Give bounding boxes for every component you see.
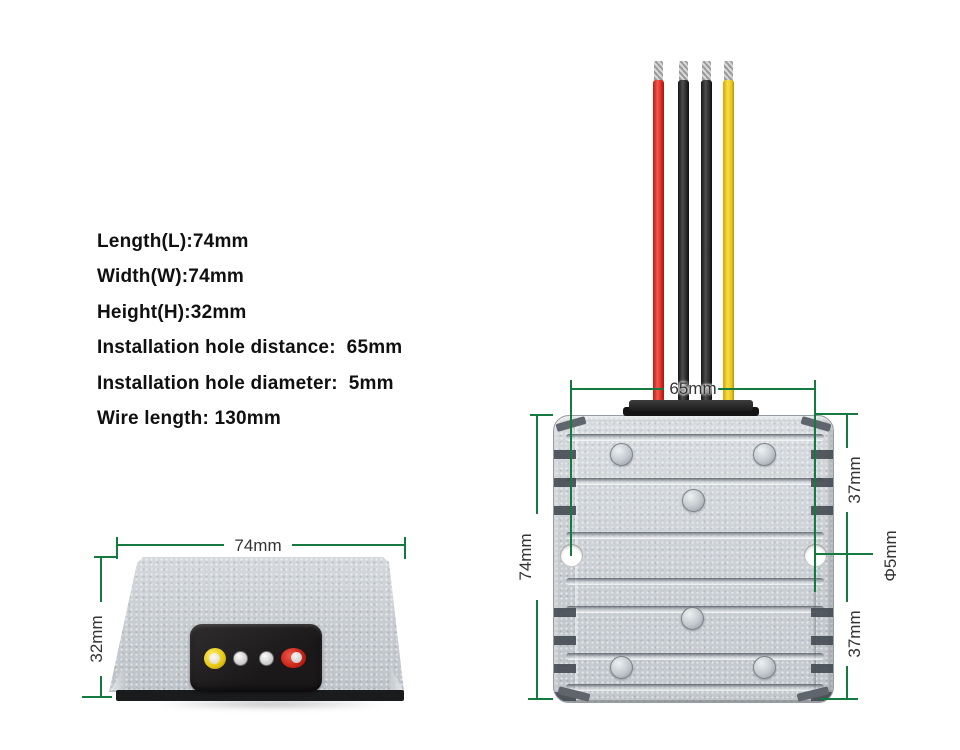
screw bbox=[753, 656, 776, 679]
screw bbox=[753, 443, 776, 466]
dim-65mm-line-right bbox=[718, 388, 815, 390]
wire-tip-yellow bbox=[724, 61, 733, 82]
spec-length: Length(L):74mm bbox=[97, 231, 249, 252]
heatsink-fins-left-lower bbox=[554, 589, 576, 701]
wire-black-1 bbox=[678, 80, 689, 402]
dim-65mm-label: 65mm bbox=[669, 379, 717, 398]
dim-32mm-line-upper bbox=[100, 557, 102, 602]
wire-yellow bbox=[723, 80, 734, 402]
dim-74mm-tick-top bbox=[530, 414, 553, 416]
dim-74mm-label-top-view: 74mm bbox=[516, 533, 535, 581]
dim-side-74mm-tick-right bbox=[404, 537, 406, 559]
dim-37mm-tick-bottom bbox=[820, 698, 858, 700]
device-top-view-body bbox=[553, 415, 834, 703]
terminal-gray-1 bbox=[233, 651, 248, 666]
dim-32mm-tick-top bbox=[94, 556, 118, 558]
wire-black-2 bbox=[701, 80, 712, 402]
dim-side-74mm-line-left bbox=[117, 544, 224, 546]
cable-gland-lip bbox=[623, 407, 759, 416]
dim-74mm-tick-bottom bbox=[528, 698, 553, 700]
heatsink-groove bbox=[566, 532, 824, 539]
dim-65mm-extension-right bbox=[814, 380, 816, 592]
dim-32mm-line-lower bbox=[100, 676, 102, 697]
cable-gland bbox=[629, 400, 753, 411]
heatsink-groove bbox=[566, 653, 824, 660]
side-view-shadow bbox=[150, 699, 390, 709]
heatsink-fins-right-lower bbox=[811, 589, 833, 701]
heatsink-fins-right-upper bbox=[811, 431, 833, 533]
dim-32mm-label: 32mm bbox=[87, 615, 106, 663]
terminal-yellow bbox=[204, 648, 226, 669]
dim-side-74mm-tick-left bbox=[116, 537, 118, 559]
heatsink-groove bbox=[566, 434, 824, 441]
heatsink-groove bbox=[566, 684, 824, 691]
spec-width: Width(W):74mm bbox=[97, 266, 245, 288]
dim-crosshair-horizontal bbox=[815, 553, 873, 555]
dim-37mm-line-bottom-b bbox=[846, 666, 848, 700]
wire-tip-black-1 bbox=[679, 61, 688, 82]
dim-37mm-label-top: 37mm bbox=[845, 456, 864, 504]
spec-height: Height(H):32mm bbox=[97, 301, 247, 323]
terminal-red bbox=[281, 648, 306, 668]
dim-37mm-line-bottom-a bbox=[846, 555, 848, 602]
dim-37mm-line-top-b bbox=[846, 512, 848, 554]
wire-red bbox=[653, 80, 664, 402]
spec-text-block: Length(L):74mm Width(W):74mm Height(H):3… bbox=[97, 224, 402, 436]
screw bbox=[610, 443, 633, 466]
dim-hole-diameter-label: Φ5mm bbox=[881, 530, 900, 582]
dim-65mm-line-left bbox=[571, 388, 664, 390]
screw bbox=[610, 656, 633, 679]
dim-37mm-label-bottom: 37mm bbox=[845, 610, 864, 658]
terminal-gray-2 bbox=[259, 651, 274, 666]
dim-74mm-line-upper bbox=[536, 415, 538, 514]
wire-tip-red bbox=[654, 61, 663, 82]
dim-side-74mm-line-right bbox=[292, 544, 406, 546]
screw bbox=[682, 489, 705, 512]
dim-65mm-extension-left bbox=[570, 380, 572, 556]
dim-37mm-line-top-a bbox=[846, 414, 848, 448]
dim-37mm-tick-top bbox=[816, 413, 858, 415]
dim-32mm-tick-bottom bbox=[82, 696, 112, 698]
heatsink-groove bbox=[566, 578, 824, 585]
dim-74mm-line-lower bbox=[536, 600, 538, 699]
dim-side-74mm-label: 74mm bbox=[234, 536, 282, 555]
screw bbox=[681, 607, 704, 630]
heatsink-fins-left-upper bbox=[554, 431, 576, 533]
spec-hole-diameter: Installation hole diameter: 5mm bbox=[97, 372, 394, 394]
spec-wire-length: Wire length: 130mm bbox=[97, 408, 281, 430]
heatsink-groove bbox=[566, 478, 824, 485]
spec-hole-distance: Installation hole distance: 65mm bbox=[97, 337, 403, 359]
side-view-base-plate bbox=[116, 690, 404, 701]
wire-tip-black-2 bbox=[702, 61, 711, 82]
